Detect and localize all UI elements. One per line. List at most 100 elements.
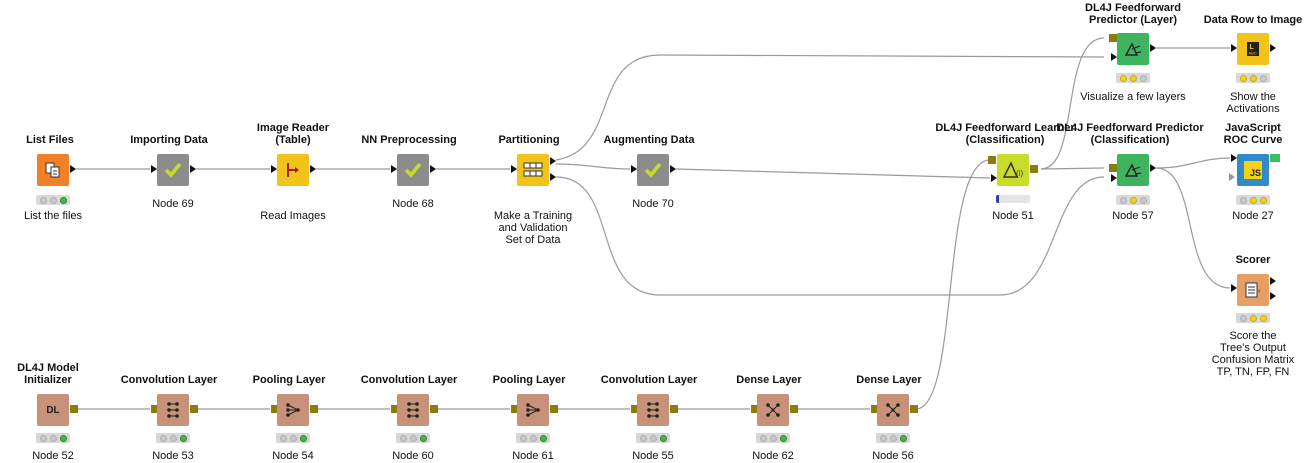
model-output-port[interactable] [430,405,438,413]
node-title: Convolution Layer [120,374,218,386]
dense-network-icon [757,394,789,426]
node-label: Make a Training and Validation Set of Da… [493,210,573,246]
node-label: Node 60 [392,450,434,462]
model-input-port[interactable] [511,405,519,413]
node-icon-image-reader[interactable] [277,154,309,186]
wire-dense2-learner [915,159,991,410]
input-port[interactable] [1231,284,1237,292]
node-label: Node 55 [632,450,674,462]
wire-learner-predlayer [1040,37,1105,170]
node-title: Dense Layer [736,374,802,386]
model-input-port[interactable] [751,405,759,413]
model-input-port[interactable] [631,405,639,413]
table-input-port[interactable] [1111,174,1117,182]
node-icon-augmenting-data[interactable] [637,154,669,186]
model-output-port[interactable] [790,405,798,413]
input-port[interactable] [511,165,517,173]
input-port[interactable] [391,165,397,173]
model-input-port[interactable] [1109,164,1117,172]
node-title: DL4J Feedforward Predictor (Layer) [1085,2,1181,26]
svg-text:L: L [1250,44,1255,51]
node-icon-dl4j-predictor-classification[interactable] [1117,154,1149,186]
node-title: Dense Layer [856,374,922,386]
node-icon-partitioning[interactable] [517,154,549,186]
model-input-port[interactable] [871,405,879,413]
model-output-port[interactable] [910,405,918,413]
node-icon-scorer[interactable] [1237,274,1269,306]
pooling-icon [277,394,309,426]
output-port-2[interactable] [550,173,556,181]
output-port[interactable] [430,165,436,173]
output-port[interactable] [190,165,196,173]
input-port[interactable] [1231,154,1237,162]
node-label: Node 68 [392,198,434,210]
input-port[interactable] [1231,44,1237,52]
node-status [1236,313,1270,323]
node-label: List the files [23,210,83,222]
model-input-port[interactable] [391,405,399,413]
node-icon-dl4j-model-initializer[interactable]: DL [37,394,69,426]
node-label: Score the Tree's Output Confusion Matrix… [1211,330,1295,378]
node-title: DL4J Model Initializer [17,362,79,386]
table-input-port[interactable] [991,174,997,182]
node-icon-convolution[interactable] [637,394,669,426]
output-port[interactable] [1150,44,1156,52]
node-label: Node 56 [872,450,914,462]
node-title: Pooling Layer [492,374,566,386]
node-title: JavaScript ROC Curve [1223,122,1283,146]
node-icon-dense[interactable] [757,394,789,426]
model-output-port[interactable] [550,405,558,413]
node-icon-convolution[interactable] [397,394,429,426]
node-icon-dense[interactable] [877,394,909,426]
checkmark-icon [157,154,189,186]
model-input-port[interactable] [988,156,996,164]
output-port-1[interactable] [1270,277,1276,285]
model-output-port[interactable] [1030,165,1038,173]
node-icon-dl4j-learner[interactable]: (i) [997,154,1029,186]
node-icon-js-roc-curve[interactable]: JS [1237,154,1269,186]
model-output-port[interactable] [310,405,318,413]
node-icon-importing-data[interactable] [157,154,189,186]
node-status [36,195,70,205]
learner-delta-icon: (i) [997,154,1029,186]
node-status [156,433,190,443]
arrow-in-icon [277,154,309,186]
node-title: List Files [26,134,74,146]
output-port[interactable] [310,165,316,173]
model-output-port[interactable] [190,405,198,413]
input-port[interactable] [151,165,157,173]
node-status [276,433,310,443]
node-icon-list-files[interactable] [37,154,69,186]
node-icon-pooling[interactable] [277,394,309,426]
node-status [1236,73,1270,83]
node-icon-nn-preprocessing[interactable] [397,154,429,186]
node-icon-dl4j-predictor-layer[interactable] [1117,33,1149,65]
node-label: Node 70 [632,198,674,210]
model-input-port[interactable] [1109,34,1117,42]
output-port[interactable] [1150,164,1156,172]
model-input-port[interactable] [151,405,159,413]
model-output-port[interactable] [670,405,678,413]
pooling-icon [517,394,549,426]
node-title: DL4J Feedforward Learner (Classification… [935,122,1075,146]
node-icon-convolution[interactable] [157,394,189,426]
output-port-1[interactable] [550,157,556,165]
output-port[interactable] [1270,44,1276,52]
output-port-2[interactable] [1270,292,1276,300]
node-title: DL4J Feedforward Predictor (Classificati… [1056,122,1204,146]
model-output-port[interactable] [70,405,78,413]
input-port[interactable] [271,165,277,173]
image-output-port[interactable] [1270,154,1280,162]
node-title: Augmenting Data [603,134,695,146]
input-port[interactable] [631,165,637,173]
model-input-port[interactable] [271,405,279,413]
convolution-grid-icon [397,394,429,426]
node-icon-pooling[interactable] [517,394,549,426]
optional-input-port[interactable] [1229,173,1235,181]
output-port[interactable] [70,165,76,173]
table-input-port[interactable] [1111,53,1117,61]
wire-predclass-roc [1155,157,1231,169]
output-port[interactable] [670,165,676,173]
